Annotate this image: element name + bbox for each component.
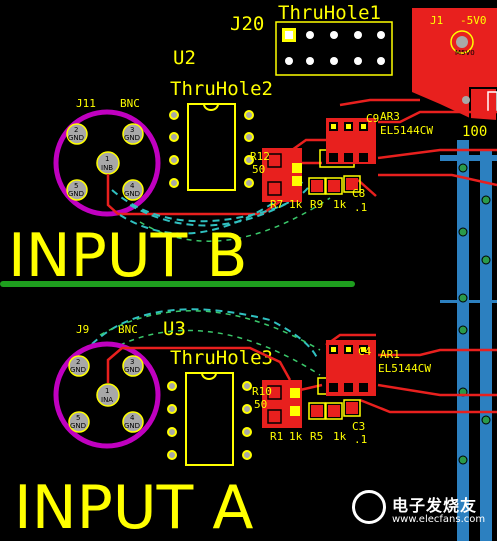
label-r10: R10 bbox=[252, 385, 272, 398]
label-bnc-bot: BNC bbox=[118, 323, 138, 336]
j11-pad2-net: GND bbox=[68, 134, 84, 142]
j11-pad3-net: GND bbox=[124, 134, 140, 142]
label-j1-5v: -5V0 bbox=[460, 14, 487, 27]
bottom-vias bbox=[458, 163, 491, 465]
label-input-a: INPUT A bbox=[14, 473, 253, 541]
label-thruhole1: ThruHole1 bbox=[278, 2, 381, 24]
label-el5144cw-top: EL5144CW bbox=[380, 124, 433, 137]
ratsnest-a-green bbox=[99, 310, 321, 376]
label-r9: R9 bbox=[310, 198, 323, 211]
label-r10-val: 50 bbox=[254, 398, 267, 411]
label-u3: U3 bbox=[163, 318, 186, 340]
connector-j1[interactable] bbox=[412, 8, 497, 125]
label-j11: J11 bbox=[76, 97, 96, 110]
label-u2: U2 bbox=[173, 47, 196, 69]
label-c3-val: .1 bbox=[354, 433, 367, 446]
j9-pad1-net: INA bbox=[101, 396, 113, 404]
label-j1-m5v0: M5V0 bbox=[455, 49, 475, 57]
label-c8-val: .1 bbox=[354, 201, 367, 214]
j9-pad4-net: GND bbox=[124, 422, 140, 430]
label-r5-val: 1k bbox=[333, 430, 347, 443]
label-edge-100: 100 bbox=[462, 124, 487, 140]
label-r12-val: 50 bbox=[252, 163, 265, 176]
label-ar3: AR3 bbox=[380, 110, 400, 123]
j11-pad1-net: INB bbox=[101, 164, 113, 172]
j9-pad2-net: GND bbox=[70, 366, 86, 374]
label-input-b: INPUT B bbox=[8, 221, 248, 291]
label-bnc-top: BNC bbox=[120, 97, 140, 110]
label-r7-val: 1k bbox=[289, 198, 303, 211]
watermark: 电子发烧友 www.elecfans.com bbox=[352, 488, 492, 534]
ground-divider-line bbox=[0, 281, 355, 287]
j9-pad5-net: GND bbox=[70, 422, 86, 430]
ic-u2[interactable] bbox=[169, 103, 254, 191]
label-j1: J1 bbox=[430, 14, 443, 27]
j11-pad2-num: 2 bbox=[74, 126, 78, 134]
label-r7: R7 bbox=[270, 198, 283, 211]
label-el5144cw-bot: EL5144CW bbox=[378, 362, 431, 375]
label-j9: J9 bbox=[76, 323, 89, 336]
j9-pad5-num: 5 bbox=[76, 414, 80, 422]
label-ar1: AR1 bbox=[380, 348, 400, 361]
ratsnest-a bbox=[91, 308, 319, 361]
header-j20[interactable] bbox=[275, 21, 393, 76]
j9-pad3-net: GND bbox=[124, 366, 140, 374]
j11-pad5-net: GND bbox=[68, 190, 84, 198]
j11-pad3-num: 3 bbox=[130, 126, 134, 134]
j9-pad1-num: 1 bbox=[105, 387, 109, 395]
label-c3: C3 bbox=[352, 420, 365, 433]
j9-pad3-num: 3 bbox=[130, 358, 134, 366]
label-thruhole2: ThruHole2 bbox=[170, 78, 273, 100]
label-c4: C4 bbox=[358, 345, 372, 358]
bnc-connector-j11[interactable]: 2 GND 3 GND 1 INB 5 GND 4 GND bbox=[53, 109, 161, 217]
passives-block-b[interactable] bbox=[262, 118, 376, 202]
label-thruhole3: ThruHole3 bbox=[170, 347, 273, 369]
ic-u3[interactable] bbox=[167, 372, 252, 466]
j11-pad4-num: 4 bbox=[130, 182, 135, 190]
label-r9-val: 1k bbox=[333, 198, 347, 211]
watermark-title: 电子发烧友 bbox=[392, 496, 478, 515]
label-r12: R12 bbox=[250, 150, 270, 163]
label-c9: C9 bbox=[366, 112, 379, 125]
elecfans-logo-icon bbox=[352, 490, 386, 524]
label-j20: J20 bbox=[230, 13, 264, 35]
bottom-layer-traces bbox=[440, 140, 497, 541]
j11-pad1-num: 1 bbox=[105, 155, 109, 163]
j11-pad4-net: GND bbox=[124, 190, 140, 198]
ratsnest-b-green bbox=[139, 197, 331, 242]
top-copper-traces-b bbox=[106, 98, 497, 216]
passives-block-a[interactable] bbox=[262, 340, 376, 428]
j11-pad5-num: 5 bbox=[74, 182, 78, 190]
bnc-connector-j9[interactable]: 2 GND 3 GND 1 INA 5 GND 4 GND bbox=[53, 341, 161, 449]
label-r1: R1 bbox=[270, 430, 283, 443]
j9-pad2-num: 2 bbox=[76, 358, 80, 366]
label-c8: C8 bbox=[352, 187, 365, 200]
j9-pad4-num: 4 bbox=[130, 414, 135, 422]
watermark-url: www.elecfans.com bbox=[392, 514, 486, 525]
label-r5: R5 bbox=[310, 430, 323, 443]
label-r1-val: 1k bbox=[289, 430, 303, 443]
